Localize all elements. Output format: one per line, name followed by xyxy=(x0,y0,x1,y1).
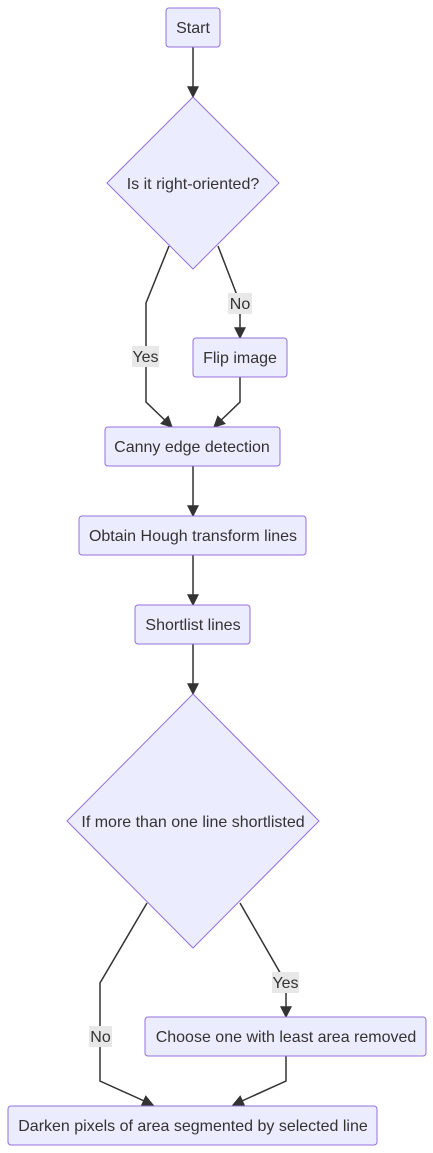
edge-multi-no-to-darken xyxy=(99,902,155,1107)
node-start-label: Start xyxy=(176,20,210,37)
decision-more-than-one-label: If more than one line shortlisted xyxy=(81,814,304,831)
node-start: Start xyxy=(165,7,221,48)
node-flip-image: Flip image xyxy=(192,337,288,378)
edge-label-multi-no: No xyxy=(89,1026,112,1047)
node-shortlist: Shortlist lines xyxy=(134,604,251,645)
edge-choose-to-darken xyxy=(231,1056,287,1107)
node-choose-least: Choose one with least area removed xyxy=(144,1016,427,1057)
edge-multi-yes-to-choose xyxy=(239,902,292,1019)
edge-label-oriented-no: No xyxy=(228,293,252,314)
decision-right-oriented: Is it right-oriented? xyxy=(106,96,280,270)
node-flip-image-label: Flip image xyxy=(203,350,277,367)
edge-flip-to-canny xyxy=(213,377,241,428)
node-shortlist-label: Shortlist lines xyxy=(145,617,240,634)
node-hough: Obtain Hough transform lines xyxy=(78,515,307,556)
node-darken-label: Darken pixels of area segmented by selec… xyxy=(18,1118,368,1135)
edge-label-oriented-no-text: No xyxy=(230,296,251,313)
edge-label-multi-yes: Yes xyxy=(272,972,299,993)
edge-decision-no-to-flip xyxy=(217,245,246,340)
node-canny-label: Canny edge detection xyxy=(114,439,270,456)
edge-decision-yes-to-canny xyxy=(145,245,173,428)
edge-label-oriented-yes: Yes xyxy=(132,346,159,367)
decision-right-oriented-label: Is it right-oriented? xyxy=(127,176,260,193)
node-hough-label: Obtain Hough transform lines xyxy=(89,528,297,545)
node-darken: Darken pixels of area segmented by selec… xyxy=(7,1105,378,1146)
edge-label-oriented-yes-text: Yes xyxy=(132,349,158,366)
decision-more-than-one: If more than one line shortlisted xyxy=(66,693,320,949)
node-choose-least-label: Choose one with least area removed xyxy=(156,1029,417,1046)
edge-label-multi-no-text: No xyxy=(90,1029,111,1046)
node-canny: Canny edge detection xyxy=(104,426,281,467)
edge-label-multi-yes-text: Yes xyxy=(272,975,298,992)
